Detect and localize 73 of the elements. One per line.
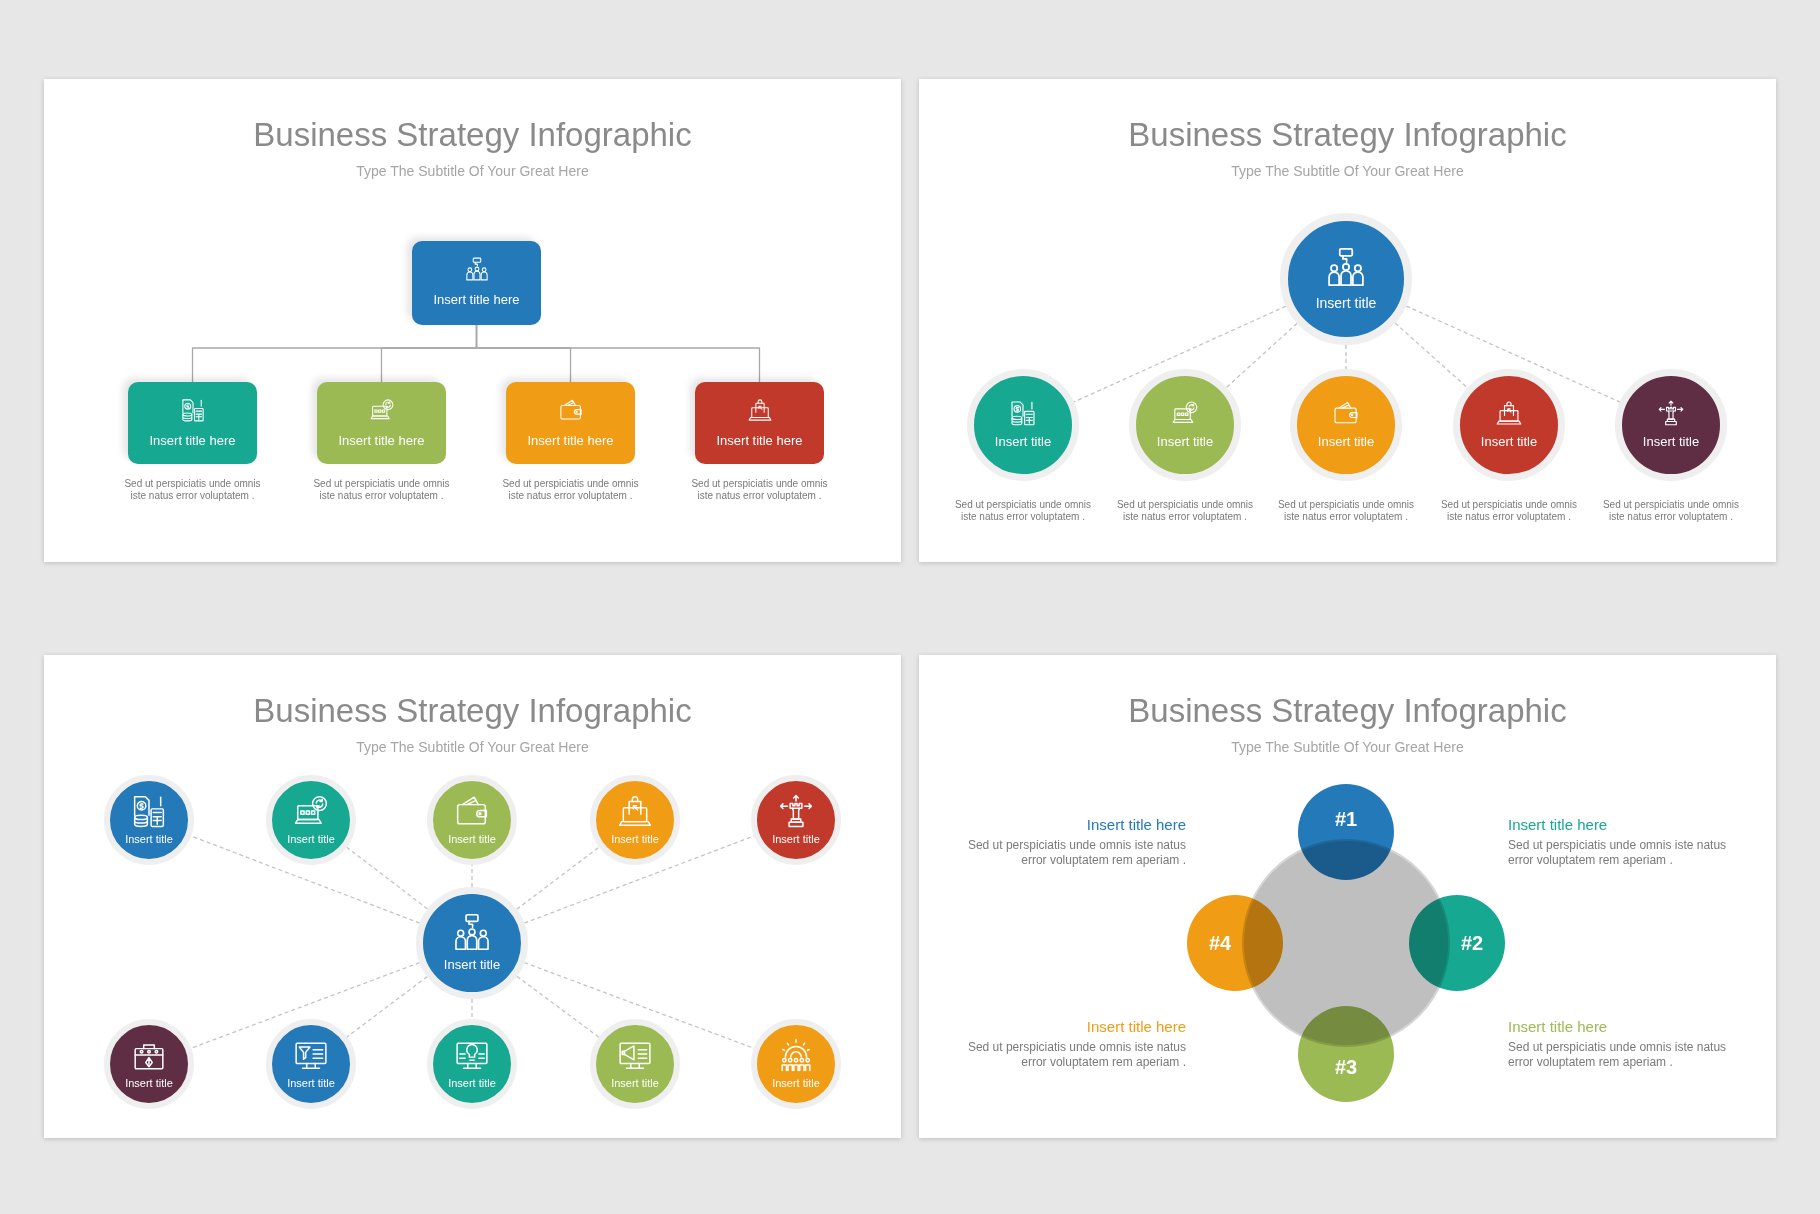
node-title: Insert title here — [716, 433, 803, 449]
dashed-connector — [1405, 305, 1621, 403]
dashed-connector — [516, 975, 600, 1038]
node-title: Insert title — [1156, 434, 1214, 450]
node-title: Insert title — [287, 1076, 335, 1090]
item-heading: Insert title here — [1508, 815, 1608, 834]
node-title: Insert title — [448, 1076, 496, 1090]
node-title: Insert title here — [149, 433, 236, 449]
step-number: #4 — [1208, 931, 1232, 955]
dashed-connector — [1345, 344, 1347, 370]
slide-panel — [919, 655, 1776, 1138]
node-title: Insert title — [443, 957, 501, 973]
dashed-connector — [190, 835, 421, 924]
slide-subtitle: Type The Subtitle Of Your Great Here — [356, 163, 589, 180]
dashed-connector — [346, 976, 428, 1038]
step-number: #1 — [1334, 807, 1358, 831]
description-text: Sed ut perspiciatis unde omnis iste natus error voluptatem . — [312, 478, 451, 502]
description-text: Sed ut perspiciatis unde omnis iste natus error voluptatem . — [953, 499, 1093, 523]
dashed-connector — [346, 846, 429, 910]
step-number: #2 — [1460, 931, 1484, 955]
slide-subtitle: Type The Subtitle Of Your Great Here — [356, 739, 589, 756]
slide-panel — [44, 79, 901, 562]
node-title: Insert title here — [527, 433, 614, 449]
node-title: Insert title — [125, 832, 173, 846]
node-title: Insert title — [772, 1076, 820, 1090]
description-text: Sed ut perspiciatis unde omnis iste natus error voluptatem . — [123, 478, 262, 502]
node-title: Insert title — [448, 832, 496, 846]
node-title: Insert title — [1480, 434, 1538, 450]
process-box — [412, 241, 541, 325]
description-text: Sed ut perspiciatis unde omnis iste natus error voluptatem rem aperiam . — [966, 1040, 1186, 1070]
node-title: Insert title — [1642, 434, 1700, 450]
process-box — [506, 382, 635, 464]
node-title: Insert title — [1315, 294, 1377, 312]
process-box — [695, 382, 824, 464]
node-title: Insert title — [611, 832, 659, 846]
slide-panel — [919, 79, 1776, 562]
item-heading: Insert title here — [1508, 1017, 1608, 1036]
dashed-connector — [1394, 322, 1468, 389]
description-text: Sed ut perspiciatis unde omnis iste natus error voluptatem rem aperiam . — [966, 838, 1186, 868]
description-text: Sed ut perspiciatis unde omnis iste natus error voluptatem rem aperiam . — [1508, 1040, 1728, 1070]
slide-title: Business Strategy Infographic — [253, 691, 692, 731]
item-heading: Insert title here — [1086, 815, 1186, 834]
node-title: Insert title — [1317, 434, 1375, 450]
description-text: Sed ut perspiciatis unde omnis iste natus error voluptatem . — [1439, 499, 1579, 523]
process-box — [128, 382, 257, 464]
node-title: Insert title — [772, 832, 820, 846]
dashed-connector — [1225, 322, 1298, 389]
node-title: Insert title here — [338, 433, 425, 449]
slide-title: Business Strategy Infographic — [1128, 115, 1567, 155]
dashed-connector — [516, 846, 600, 910]
node-title: Insert title — [994, 434, 1052, 450]
dashed-connector — [471, 998, 473, 1020]
slide-subtitle: Type The Subtitle Of Your Great Here — [1231, 739, 1464, 756]
slide-panel — [44, 655, 901, 1138]
slide-subtitle: Type The Subtitle Of Your Great Here — [1231, 163, 1464, 180]
description-text: Sed ut perspiciatis unde omnis iste natus error voluptatem . — [1115, 499, 1255, 523]
slide-title: Business Strategy Infographic — [253, 115, 692, 155]
connector-line — [475, 324, 761, 383]
description-text: Sed ut perspiciatis unde omnis iste natus error voluptatem . — [501, 478, 640, 502]
process-box — [317, 382, 446, 464]
node-title: Insert title here — [433, 292, 520, 308]
description-text: Sed ut perspiciatis unde omnis iste natus error voluptatem . — [1276, 499, 1416, 523]
description-text: Sed ut perspiciatis unde omnis iste natus error voluptatem . — [1601, 499, 1741, 523]
slide-title: Business Strategy Infographic — [1128, 691, 1567, 731]
description-text: Sed ut perspiciatis unde omnis iste natus error voluptatem rem aperiam . — [1508, 838, 1728, 868]
step-number: #3 — [1334, 1055, 1358, 1079]
item-heading: Insert title here — [1086, 1017, 1186, 1036]
dashed-connector — [471, 864, 473, 888]
node-title: Insert title — [125, 1076, 173, 1090]
description-text: Sed ut perspiciatis unde omnis iste natus error voluptatem . — [690, 478, 829, 502]
node-title: Insert title — [287, 832, 335, 846]
node-title: Insert title — [611, 1076, 659, 1090]
dashed-connector — [190, 962, 421, 1049]
